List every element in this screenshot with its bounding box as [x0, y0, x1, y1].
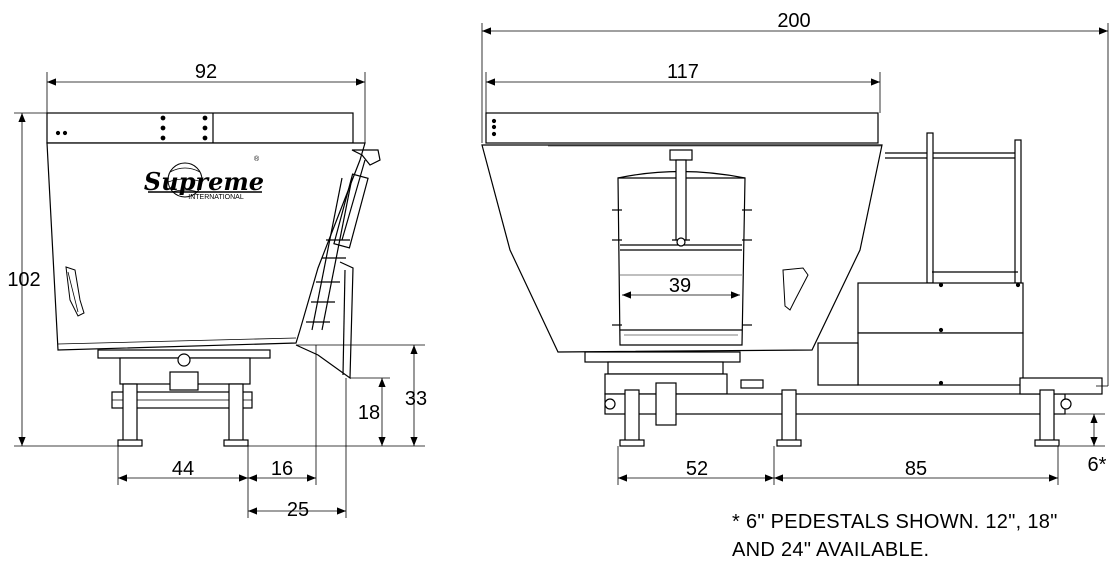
dim-front-width: 92 — [195, 61, 217, 83]
brand-name: Supreme — [144, 167, 264, 196]
pedestal-note-line-1: * 6" PEDESTALS SHOWN. 12", 18" — [732, 511, 1058, 533]
side-view — [481, 112, 1103, 447]
front-view — [46, 112, 381, 447]
supreme-logo: Supreme INTERNATIONAL ® — [144, 155, 264, 201]
pedestal-note-line-2: AND 24" AVAILABLE. — [732, 539, 930, 561]
dim-side-pedestal-height: 6* — [1088, 454, 1107, 476]
dim-front-height: 102 — [7, 269, 40, 291]
dim-front-discharge-reach: 25 — [287, 499, 309, 521]
dim-front-discharge-top: 33 — [405, 388, 427, 410]
dim-side-tub-length: 117 — [667, 61, 699, 83]
side-dimensions — [481, 23, 1109, 485]
auger-frame — [617, 177, 746, 346]
pedestal-note: * 6" PEDESTALS SHOWN. 12", 18" AND 24" A… — [732, 508, 1058, 564]
motor-box — [857, 282, 1024, 334]
dim-side-leg-span-a: 52 — [686, 458, 708, 480]
globe-icon — [167, 162, 203, 198]
brand-subtitle: INTERNATIONAL — [188, 194, 244, 201]
dim-side-overall-length: 200 — [777, 10, 810, 32]
registered-mark: ® — [254, 155, 260, 163]
front-tub-body — [46, 142, 366, 351]
front-top-rail — [46, 112, 354, 144]
dim-front-discharge-height: 18 — [358, 402, 380, 424]
dim-side-leg-span-b: 85 — [905, 458, 927, 480]
dim-front-leg-span: 44 — [172, 458, 194, 480]
dim-front-offset: 16 — [271, 458, 293, 480]
front-dimensions — [14, 72, 425, 518]
side-top-rail — [485, 112, 879, 144]
dim-side-auger-width: 39 — [669, 275, 691, 297]
